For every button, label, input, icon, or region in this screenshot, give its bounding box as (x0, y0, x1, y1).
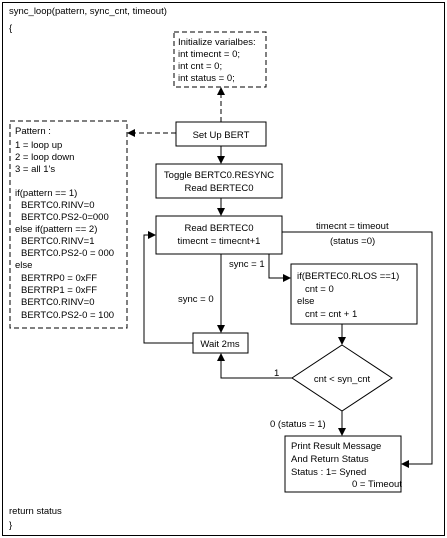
pattern-line: Pattern : (15, 126, 51, 137)
toggle-line: Read BERTEC0 (185, 183, 254, 194)
pattern-line: if(pattern == 1) (15, 188, 77, 199)
edge-label-timeout-status: (status =0) (330, 236, 375, 247)
edge-read-to-rlos (268, 254, 291, 282)
init-line: Initialize varialbes: (178, 37, 256, 48)
pattern-line: BERTRP0 = 0xFF (21, 273, 97, 284)
print-line: 0 = Timeout (352, 479, 402, 490)
pattern-line: BERTC0.PS2-0=000 (21, 212, 109, 223)
pattern-line: BERTC0.PS2-0 = 000 (21, 248, 114, 259)
pattern-line: BERTC0.PS2-0 = 100 (21, 310, 114, 321)
pattern-line: else if(pattern == 2) (15, 224, 97, 235)
function-signature: sync_loop(pattern, sync_cnt, timeout) (9, 6, 167, 17)
pattern-line: 3 = all 1's (15, 164, 55, 175)
edge-label-loop-one: 1 (274, 368, 279, 379)
print-line: Status : 1= Syned (291, 467, 366, 478)
pattern-line: else (15, 260, 32, 271)
print-result-box (284, 435, 402, 493)
edge-timeout-to-print (282, 231, 433, 468)
pattern-line: 2 = loop down (15, 152, 74, 163)
rlos-line: cnt = cnt + 1 (305, 309, 357, 320)
rlos-check-box (290, 263, 418, 325)
rlos-line: if(BERTEC0.RLOS ==1) (297, 271, 399, 282)
pattern-line: BERTRP1 = 0xFF (21, 285, 97, 296)
edge-decision-to-wait (217, 353, 292, 379)
edge-label-sync-zero: sync = 0 (178, 294, 214, 305)
pattern-line: BERTC0.RINV=1 (21, 236, 94, 247)
read-bertec0-box (155, 215, 283, 255)
toggle-resync-box (155, 163, 283, 199)
print-line: And Return Status (291, 454, 369, 465)
wait-label: Wait 2ms (200, 339, 239, 350)
init-line: int cnt = 0; (178, 61, 222, 72)
read-line: timecnt = timecnt+1 (178, 236, 261, 247)
read-line: Read BERTEC0 (185, 223, 254, 234)
pattern-config-box (9, 120, 128, 329)
rlos-line: else (297, 296, 314, 307)
open-brace: { (9, 23, 12, 34)
toggle-line: Toggle BERTC0.RESYNC (164, 170, 274, 181)
pattern-line: BERTC0.RINV=0 (21, 297, 94, 308)
pattern-line: BERTC0.RINV=0 (21, 200, 94, 211)
print-line: Print Result Message (291, 441, 381, 452)
init-variables-box (173, 31, 267, 88)
init-line: int status = 0; (178, 73, 235, 84)
edge-label-sync-one: sync = 1 (229, 259, 265, 270)
init-line: int timecnt = 0; (178, 49, 240, 60)
close-brace: } (9, 520, 12, 531)
decision-label: cnt < syn_cnt (314, 374, 371, 385)
setup-bert-label: Set Up BERT (193, 130, 250, 141)
edge-label-exit-zero: 0 (status = 1) (270, 419, 326, 430)
rlos-line: cnt = 0 (305, 284, 334, 295)
return-statement: return status (9, 506, 62, 517)
pattern-line: 1 = loop up (15, 140, 62, 151)
edge-label-timeout: timecnt = timeout (316, 221, 389, 232)
edge-wait-to-read (143, 231, 193, 344)
